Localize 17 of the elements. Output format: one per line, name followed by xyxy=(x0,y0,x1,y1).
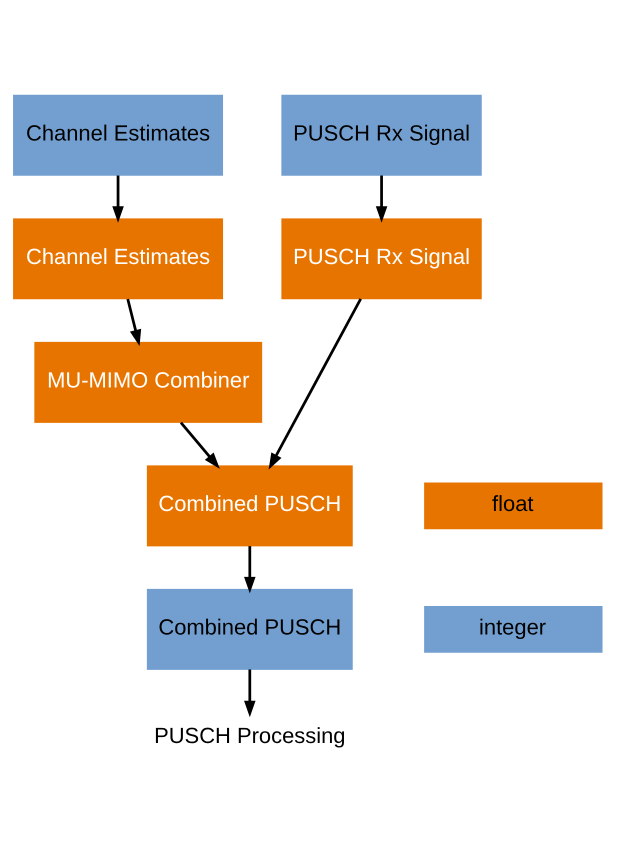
arrow xyxy=(112,176,124,223)
node-box: Channel Estimates xyxy=(13,94,224,176)
node-box: PUSCH Rx Signal xyxy=(281,218,482,300)
node-box: PUSCH Rx Signal xyxy=(281,94,482,176)
node-text: PUSCH Processing xyxy=(154,723,346,748)
arrow xyxy=(180,422,220,469)
arrow xyxy=(268,298,362,470)
node-box: Combined PUSCH xyxy=(146,588,353,670)
legend-label: integer xyxy=(479,614,546,640)
node-box: Channel Estimates xyxy=(13,218,224,300)
node-box: MU-MIMO Combiner xyxy=(34,342,262,423)
legend-label: float xyxy=(492,491,534,516)
arrow xyxy=(244,670,256,718)
arrow xyxy=(244,546,256,594)
arrow xyxy=(126,298,142,346)
arrow xyxy=(376,176,388,223)
node-box: Combined PUSCH xyxy=(146,465,353,546)
